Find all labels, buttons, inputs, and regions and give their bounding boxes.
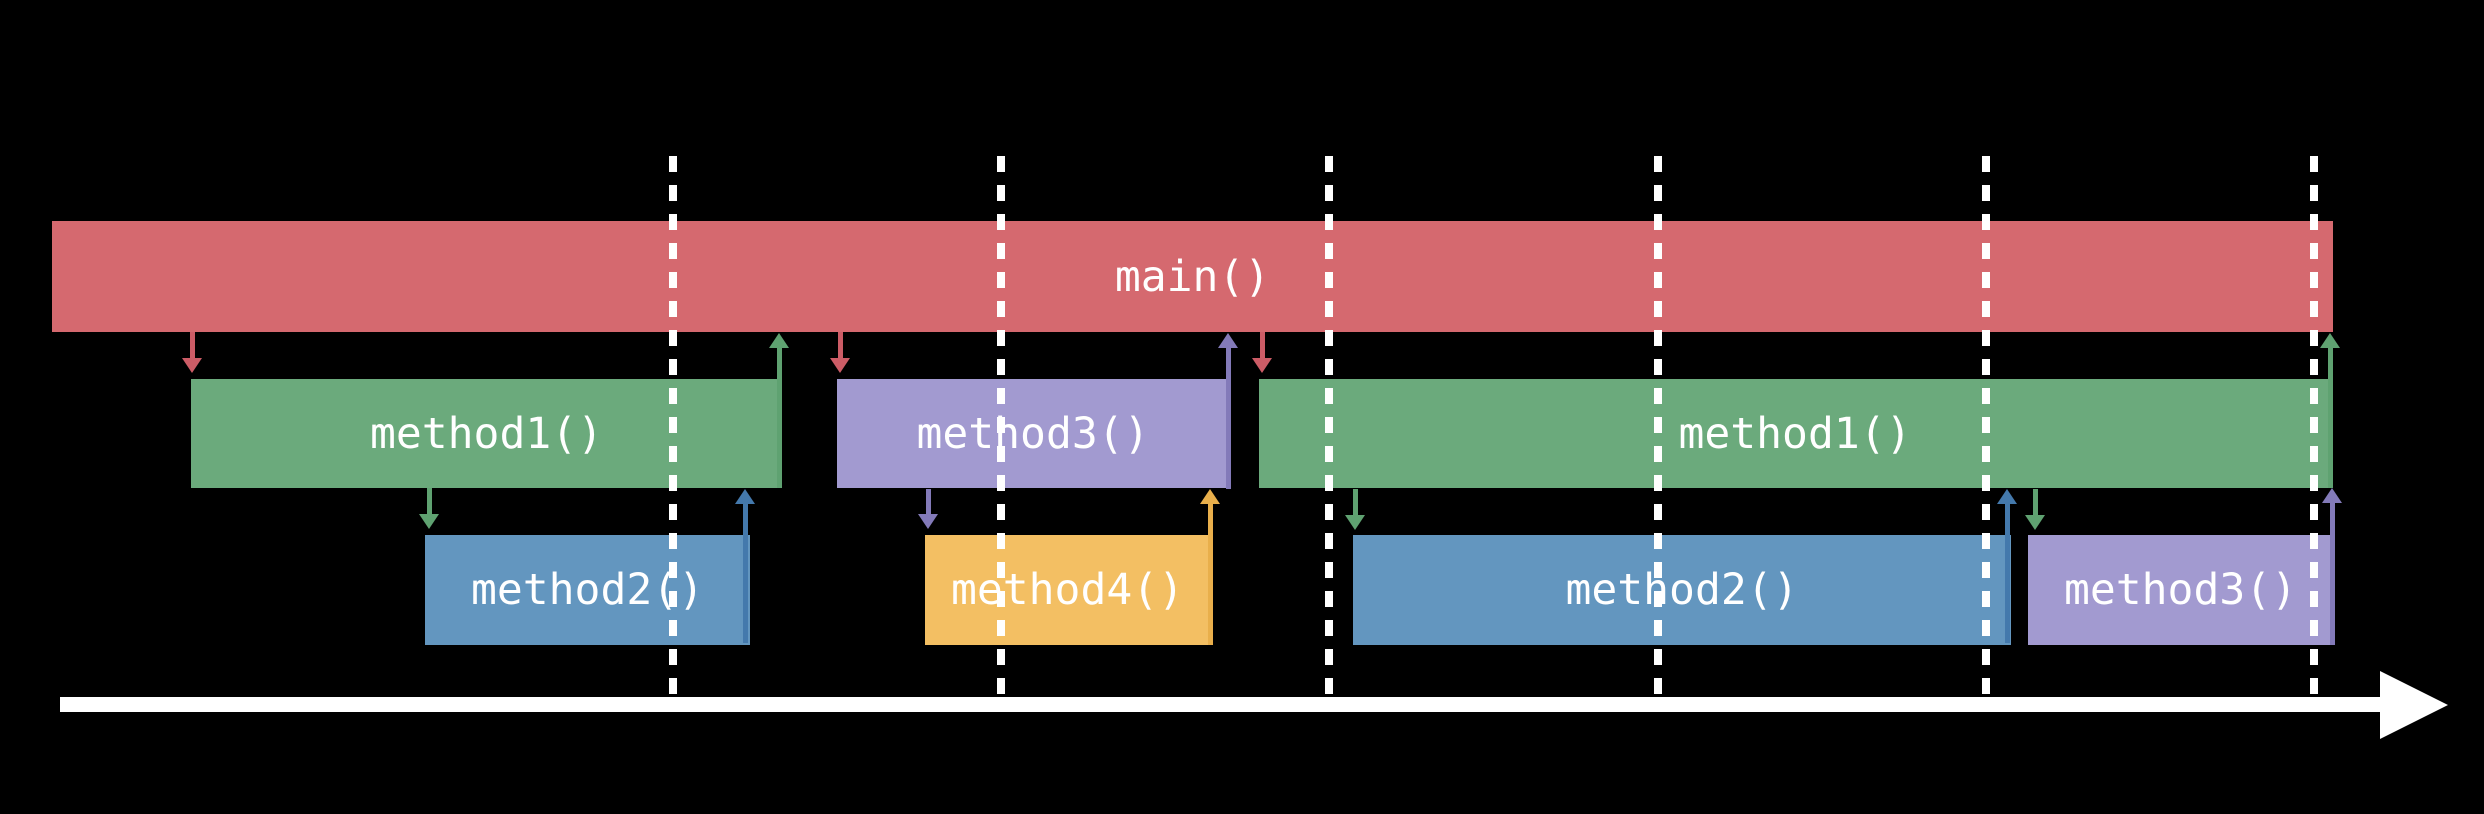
- bar-label: method4(): [951, 565, 1184, 615]
- arrow-shaft: [2004, 502, 2010, 643]
- return-arrow-method1-second: [2319, 333, 2341, 488]
- call-arrow-method4: [917, 489, 939, 529]
- arrowhead-down-icon: [181, 358, 202, 373]
- arrow-shaft: [1259, 332, 1265, 360]
- arrow-shaft: [2329, 501, 2335, 645]
- bar-method4: method4(): [925, 535, 1210, 645]
- arrowhead-down-icon: [1251, 358, 1272, 373]
- dashed-sample-line: [1325, 156, 1333, 697]
- arrow-shaft: [189, 332, 195, 360]
- bar-method2-second: method2(): [1353, 535, 2011, 645]
- call-arrow-method1-second: [1251, 332, 1273, 373]
- arrowhead-up-icon: [734, 489, 755, 504]
- arrowhead-up-icon: [1996, 489, 2017, 504]
- arrow-shaft: [2327, 346, 2333, 488]
- return-arrow-method1-first: [768, 333, 790, 488]
- arrow-shaft: [776, 346, 782, 488]
- dashed-sample-line: [2310, 156, 2318, 697]
- dashed-sample-line: [1654, 156, 1662, 697]
- bar-label: method3(): [2064, 565, 2297, 615]
- bar-method3-second: method3(): [2028, 535, 2333, 645]
- dashed-sample-line: [1982, 156, 1990, 697]
- return-arrow-method4: [1199, 489, 1221, 645]
- dashed-sample-line: [669, 156, 677, 697]
- arrowhead-down-icon: [917, 514, 938, 529]
- arrowhead-up-icon: [1217, 333, 1238, 348]
- call-arrow-method2-second: [1344, 489, 1366, 530]
- arrowhead-down-icon: [1344, 515, 1365, 530]
- call-arrow-method3-first: [829, 332, 851, 373]
- arrow-shaft: [925, 489, 931, 516]
- bar-label: method1(): [370, 408, 603, 459]
- bar-method1-first: method1(): [191, 379, 782, 488]
- return-arrow-method3-second: [2321, 488, 2343, 645]
- return-arrow-method3-first: [1217, 333, 1239, 489]
- arrow-shaft: [2032, 489, 2038, 517]
- bar-label: method2(): [471, 565, 704, 615]
- arrow-shaft: [1352, 489, 1358, 517]
- bar-label: method2(): [1565, 565, 1799, 615]
- arrowhead-down-icon: [2024, 515, 2045, 530]
- bar-method1-second: method1(): [1259, 379, 2331, 488]
- call-arrow-method2-first: [418, 488, 440, 529]
- bar-label: method3(): [916, 408, 1150, 459]
- return-arrow-method2-second: [1996, 489, 2018, 643]
- arrow-shaft: [426, 488, 432, 516]
- arrow-shaft: [837, 332, 843, 360]
- arrowhead-down-icon: [829, 358, 850, 373]
- time-axis-shaft: [60, 697, 2380, 712]
- bar-method3-first: method3(): [837, 379, 1229, 488]
- arrow-shaft: [1225, 346, 1231, 489]
- dashed-sample-line: [997, 156, 1005, 697]
- arrowhead-up-icon: [2321, 488, 2342, 503]
- arrowhead-up-icon: [1199, 489, 1220, 504]
- arrowhead-up-icon: [2319, 333, 2340, 348]
- arrowhead-down-icon: [418, 514, 439, 529]
- return-arrow-method2-first: [734, 489, 756, 643]
- bar-label: main(): [1114, 251, 1271, 302]
- arrow-shaft: [742, 502, 748, 643]
- time-axis-arrowhead-icon: [2380, 670, 2448, 739]
- bar-method2-first: method2(): [425, 535, 750, 645]
- bar-label: method1(): [1678, 408, 1912, 459]
- arrowhead-up-icon: [768, 333, 789, 348]
- arrow-shaft: [1207, 502, 1213, 645]
- call-arrow-method1-first: [181, 332, 203, 373]
- call-arrow-method3-second: [2024, 489, 2046, 530]
- bar-main: main(): [52, 221, 2333, 332]
